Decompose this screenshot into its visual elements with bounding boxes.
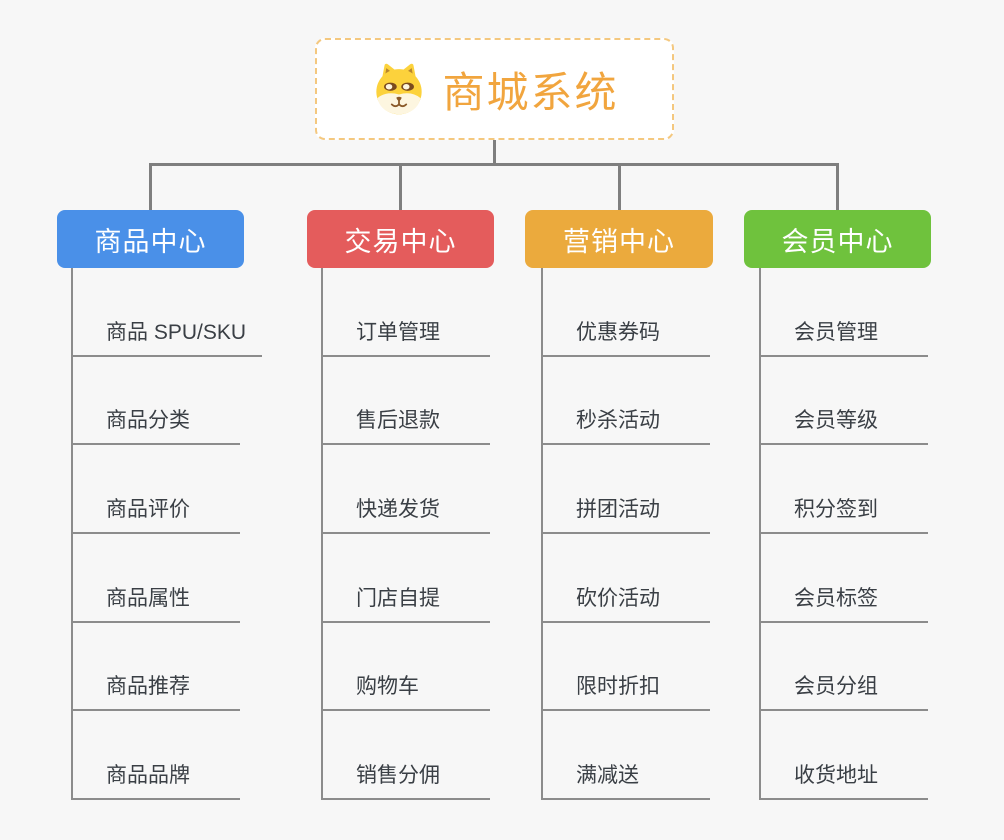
connector-drop-product	[149, 163, 152, 210]
tree-item[interactable]: 销售分佣	[321, 759, 490, 801]
tree-item[interactable]: 商品推荐	[71, 670, 240, 712]
tree-item[interactable]: 秒杀活动	[541, 404, 710, 446]
connector-drop-member	[836, 163, 839, 210]
tree-item[interactable]: 快递发货	[321, 493, 490, 535]
branch-children-member: 会员管理 会员等级 积分签到 会员标签 会员分组 收货地址	[759, 268, 928, 801]
tree-item[interactable]: 会员标签	[759, 582, 928, 623]
tree-item[interactable]: 拼团活动	[541, 493, 710, 535]
branch-marketing-center[interactable]: 营销中心	[525, 210, 713, 268]
connector-horizontal	[149, 163, 839, 166]
tree-item[interactable]: 会员管理	[759, 316, 928, 357]
tree-item[interactable]: 收货地址	[759, 759, 928, 801]
branch-children-product: 商品 SPU/SKU 商品分类 商品评价 商品属性 商品推荐 商品品牌	[71, 268, 263, 801]
tree-item[interactable]: 会员等级	[759, 404, 928, 446]
connector-root-stub	[493, 140, 496, 164]
connector-drop-marketing	[618, 163, 621, 210]
tree-item[interactable]: 优惠券码	[541, 316, 710, 357]
shiba-dog-icon	[370, 60, 428, 118]
tree-item[interactable]: 商品属性	[71, 582, 240, 623]
tree-item[interactable]: 商品评价	[71, 493, 240, 535]
tree-item[interactable]: 门店自提	[321, 582, 490, 623]
tree-item[interactable]: 订单管理	[321, 316, 490, 357]
tree-item[interactable]: 砍价活动	[541, 582, 710, 623]
tree-item[interactable]: 商品分类	[71, 404, 240, 446]
branch-trade-center[interactable]: 交易中心	[307, 210, 494, 268]
branch-product-center[interactable]: 商品中心	[57, 210, 244, 268]
tree-item[interactable]: 商品 SPU/SKU	[71, 316, 263, 357]
tree-item[interactable]: 购物车	[321, 670, 490, 712]
branch-member-center[interactable]: 会员中心	[744, 210, 931, 268]
branch-children-trade: 订单管理 售后退款 快递发货 门店自提 购物车 销售分佣	[321, 268, 490, 801]
connector-drop-trade	[399, 163, 402, 210]
branch-children-marketing: 优惠券码 秒杀活动 拼团活动 砍价活动 限时折扣 满减送	[541, 268, 710, 801]
root-node-mall-system[interactable]: 商城系统	[315, 38, 674, 140]
tree-item[interactable]: 会员分组	[759, 670, 928, 712]
tree-item[interactable]: 满减送	[541, 759, 710, 801]
root-title: 商城系统	[442, 68, 619, 116]
tree-item[interactable]: 商品品牌	[71, 759, 240, 801]
tree-item[interactable]: 限时折扣	[541, 670, 710, 712]
tree-item[interactable]: 积分签到	[759, 493, 928, 535]
tree-item[interactable]: 售后退款	[321, 404, 490, 446]
